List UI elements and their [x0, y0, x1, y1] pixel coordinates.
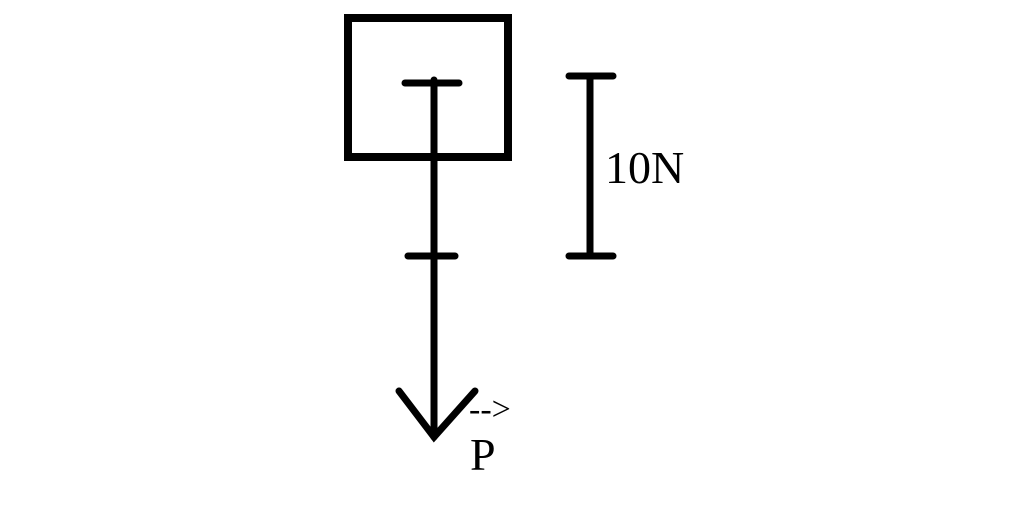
force-arrow-p [395, 76, 479, 443]
vector-arrow-mark: --> [469, 391, 511, 428]
arrowhead-icon [395, 387, 479, 443]
scale-label: 10N [605, 142, 684, 193]
scale-bar [565, 72, 617, 260]
object-box [344, 14, 512, 161]
force-label: P [470, 429, 496, 480]
